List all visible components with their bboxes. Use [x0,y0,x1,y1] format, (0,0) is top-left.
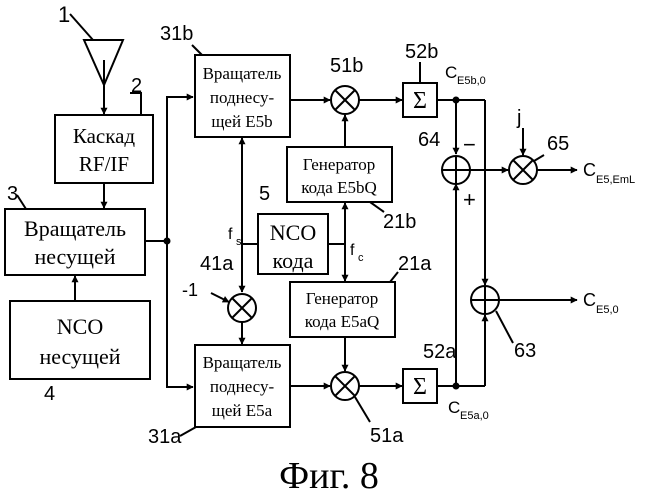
ref-51a: 51a [370,425,404,447]
fc-label-sub: c [358,252,364,264]
minus-sign: − [463,132,476,157]
ref-52b: 52b [405,41,438,63]
ce50-main: C [583,290,596,310]
sub-rot-a-line-1: Вращатель [203,353,282,372]
accumulator-52a-symbol: Σ [413,374,427,400]
gen-b-line-1: Генератор [303,155,376,174]
code-nco-line-2: кода [273,248,314,273]
gen-a-line-1: Генератор [306,289,379,308]
ref-4: 4 [44,383,55,405]
figure-caption: Фиг. 8 [279,455,379,497]
leader-1 [70,14,93,40]
ce5eml-sub: E5,EmL [596,174,635,186]
ref-65: 65 [547,133,569,155]
sub-rot-b-line-2: поднесу- [210,88,275,107]
code-nco-line-1: NCO [270,220,316,245]
ref-1: 1 [58,2,70,27]
accumulator-52b-symbol: Σ [413,88,427,114]
leader-31a [180,427,196,436]
ref-64: 64 [418,129,440,151]
minus-one-label: -1 [182,280,198,300]
ce50-sub: E5,0 [596,304,619,316]
ce5b0-sub: E5b,0 [457,75,486,87]
ce5a0-main: C [448,398,460,417]
sub-rot-b-line-1: Вращатель [203,64,282,83]
ref-52a: 52a [423,341,457,363]
to-sub-rot-a-wire [167,241,193,387]
gen-b-line-2: кода E5bQ [301,178,377,197]
fc-label: f [350,242,355,259]
leader-31b [192,45,202,55]
leader-21a [390,272,398,282]
sub-rot-a-line-2: поднесу- [210,377,275,396]
ref-21b: 21b [383,211,416,233]
ref-31b: 31b [160,23,193,45]
ref-3: 3 [7,183,18,205]
gen-a-line-2: кода E5aQ [305,312,380,331]
rf-if-line-1: Каскад [73,124,136,148]
sub-rot-b-line-3: щей E5b [211,112,272,131]
carrier-nco-line-2: несущей [39,344,120,369]
ce5b0-main: C [445,63,457,82]
carrier-rotator-line-1: Вращатель [24,216,126,241]
leader-21b [370,202,384,212]
leader-3 [17,195,26,209]
leader-65 [534,155,544,161]
rf-if-line-2: RF/IF [79,152,129,176]
leader-51a [355,397,370,422]
fs-label-sub: s [236,236,242,248]
carrier-rotator-line-2: несущей [34,244,115,269]
ref-2: 2 [131,75,142,97]
ce5eml-main: C [583,160,596,180]
antenna [84,40,123,114]
ref-51b: 51b [330,55,363,77]
ref-41a: 41a [200,253,234,275]
ref-21a: 21a [398,253,432,275]
sub-rot-a-line-3: щей E5a [212,401,273,420]
ref-31a: 31a [148,426,182,448]
fs-label: f [228,226,233,243]
minus-one-wire [211,293,229,302]
ref-63: 63 [514,340,536,362]
leader-63 [496,311,513,343]
ref-5: 5 [259,183,270,205]
carrier-nco-line-1: NCO [57,314,103,339]
to-sub-rot-b-wire [167,97,193,241]
plus-sign: + [463,187,476,212]
ce5a0-sub: E5a,0 [460,410,489,422]
j-label: j [516,107,521,129]
